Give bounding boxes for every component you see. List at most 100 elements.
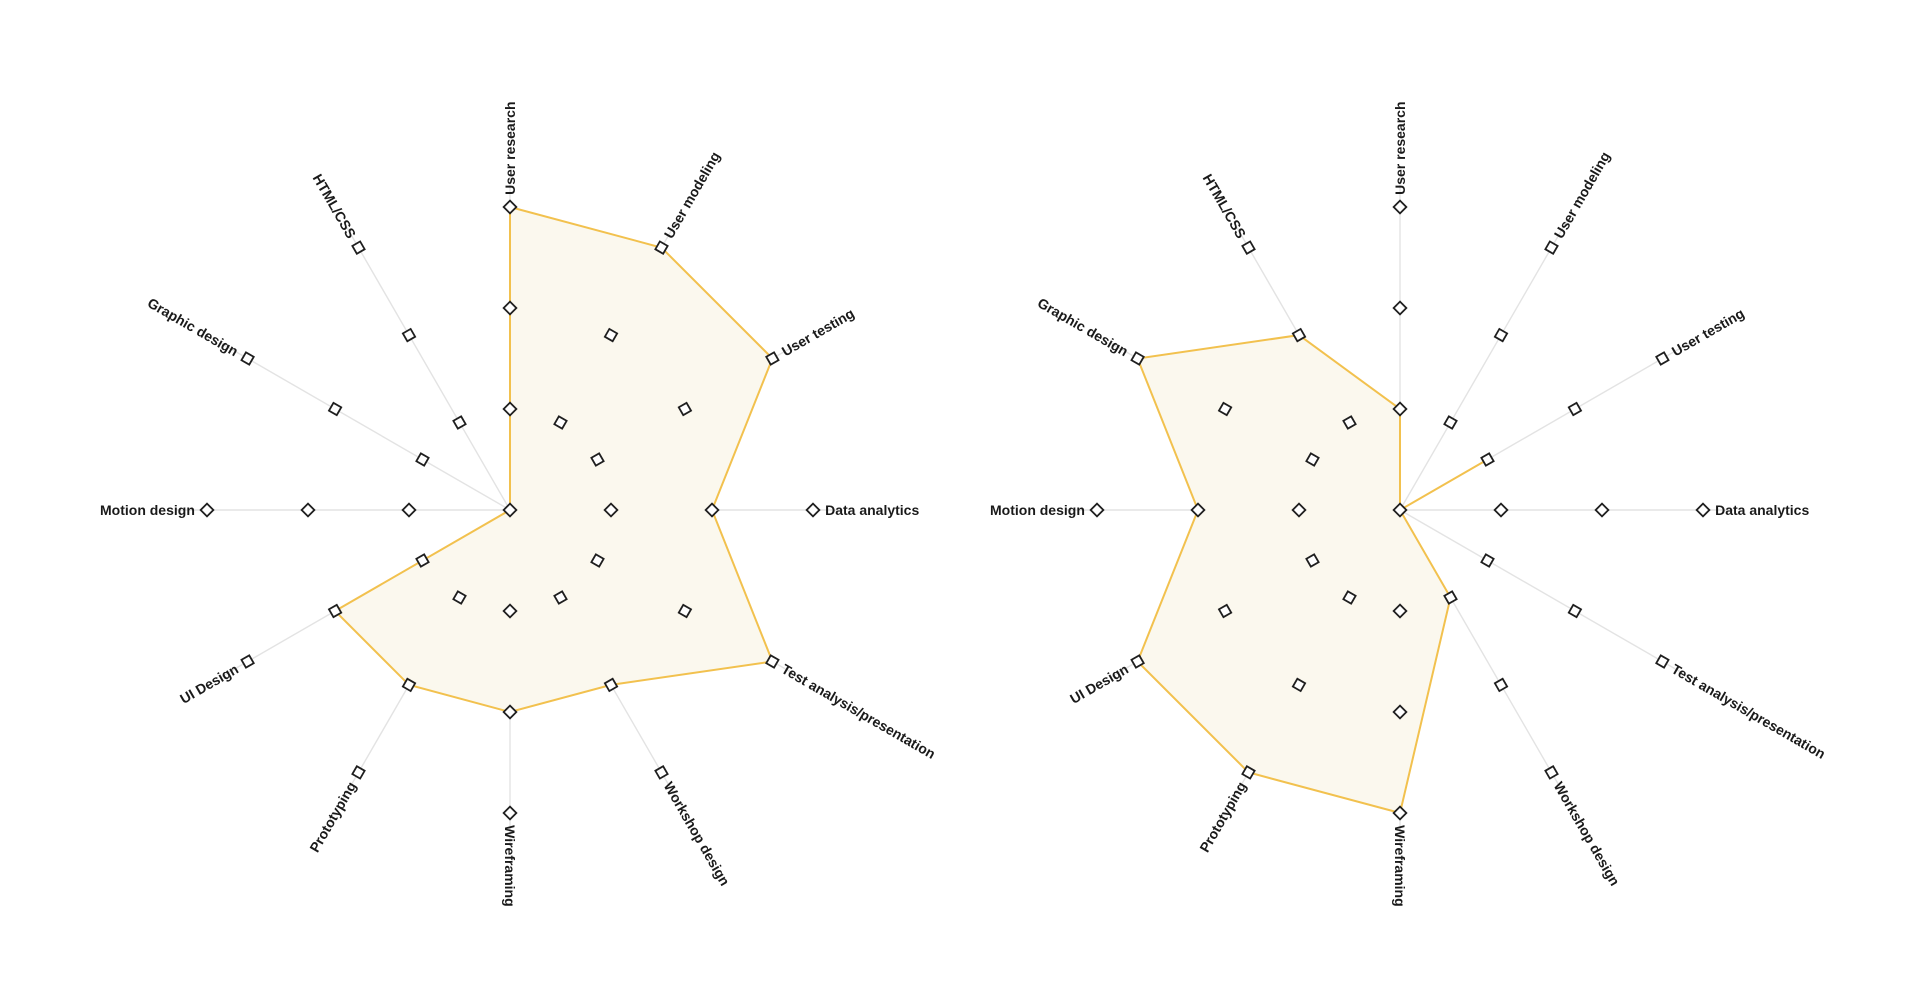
marker-user-testing-level-1 (590, 452, 605, 467)
marker-graphic-design-level-2 (327, 401, 343, 417)
axis-label-motion-design: Motion design (100, 502, 195, 518)
marker-user-research-level-2 (1392, 300, 1408, 316)
marker-wireframing-level-2 (1392, 704, 1408, 720)
axis-label-data-analytics: Data analytics (825, 502, 919, 518)
marker-user-research-level-3 (1392, 199, 1408, 215)
marker-user-research-level-1 (502, 401, 518, 417)
marker-graphic-design-level-2 (1217, 401, 1233, 417)
axis-label-user-modeling: User modeling (661, 149, 723, 241)
marker-wireframing-level-1 (502, 603, 518, 619)
axis-label-test-analysis-presentation: Test analysis/presentation (1669, 661, 1828, 762)
marker-user-testing-level-3 (765, 351, 780, 366)
axis-label-html-css: HTML/CSS (310, 171, 360, 241)
axis-label-user-testing: User testing (779, 305, 857, 359)
marker-prototyping-level-1 (452, 590, 467, 605)
marker-user-testing-level-2 (677, 401, 693, 417)
axis-label-test-analysis-presentation: Test analysis/presentation (779, 661, 938, 762)
marker-prototyping-level-3 (1241, 765, 1256, 780)
marker-data-analytics-level-1 (1493, 502, 1509, 518)
series-area-1 (1136, 334, 1488, 815)
marker-user-modeling-level-2 (603, 327, 619, 343)
marker-wireframing-level-1 (1392, 603, 1408, 619)
marker-user-modeling-level-3 (654, 240, 669, 255)
marker-html-css-level-2 (1291, 327, 1307, 343)
marker-ui-design-level-2 (1217, 603, 1233, 619)
marker-prototyping-level-3 (351, 765, 366, 780)
axis-label-prototyping: Prototyping (1196, 779, 1249, 855)
axis-label-user-research: User research (502, 101, 518, 194)
marker-user-modeling-level-1 (553, 415, 568, 430)
axis-line-user-modeling (1399, 221, 1568, 511)
marker-user-research-level-1 (1392, 401, 1408, 417)
marker-motion-design-level-2 (300, 502, 316, 518)
marker-workshop-design-level-1 (553, 590, 568, 605)
marker-html-css-level-3 (351, 240, 366, 255)
marker-ui-design-level-3 (240, 654, 255, 669)
marker-workshop-design-level-3 (654, 765, 669, 780)
marker-user-research-level-2 (502, 300, 518, 316)
axis-label-user-research: User research (1392, 101, 1408, 194)
axis-label-html-css: HTML/CSS (1200, 171, 1250, 241)
marker-motion-design-level-3 (1089, 502, 1105, 518)
marker-ui-design-level-2 (327, 603, 343, 619)
marker-html-css-level-3 (1241, 240, 1256, 255)
marker-motion-design-level-1 (401, 502, 417, 518)
marker-user-modeling-level-2 (1493, 327, 1509, 343)
marker-data-analytics-level-3 (1695, 502, 1711, 518)
axis-line-test-analysis-presentation (1399, 509, 1689, 678)
axis-label-workshop-design: Workshop design (661, 779, 733, 889)
marker-user-testing-level-1 (1480, 452, 1495, 467)
marker-graphic-design-level-3 (240, 351, 255, 366)
marker-prototyping-level-1 (1342, 590, 1357, 605)
marker-data-analytics-level-2 (1594, 502, 1610, 518)
marker-test-analysis-presentation-level-3 (1655, 654, 1670, 669)
series-area-1 (333, 205, 774, 714)
marker-graphic-design-level-3 (1130, 351, 1145, 366)
center-marker (1392, 502, 1408, 518)
axis-label-prototyping: Prototyping (306, 779, 359, 855)
marker-data-analytics-level-1 (603, 502, 619, 518)
marker-html-css-level-1 (452, 415, 467, 430)
axis-label-user-modeling: User modeling (1551, 149, 1613, 241)
marker-test-analysis-presentation-level-1 (1480, 553, 1495, 568)
marker-workshop-design-level-1 (1443, 590, 1458, 605)
marker-user-research-level-3 (502, 199, 518, 215)
marker-test-analysis-presentation-level-2 (1567, 603, 1583, 619)
marker-user-modeling-level-3 (1544, 240, 1559, 255)
marker-graphic-design-level-1 (415, 452, 430, 467)
marker-motion-design-level-3 (199, 502, 215, 518)
axis-label-wireframing: Wireframing (1392, 825, 1408, 907)
center-marker (502, 502, 518, 518)
axis-label-data-analytics: Data analytics (1715, 502, 1809, 518)
marker-user-modeling-level-1 (1443, 415, 1458, 430)
marker-test-analysis-presentation-level-2 (677, 603, 693, 619)
marker-workshop-design-level-2 (603, 677, 619, 693)
marker-test-analysis-presentation-level-3 (765, 654, 780, 669)
axis-label-workshop-design: Workshop design (1551, 779, 1623, 889)
marker-ui-design-level-1 (415, 553, 430, 568)
axis-label-wireframing: Wireframing (502, 825, 518, 907)
marker-ui-design-level-1 (1305, 553, 1320, 568)
axis-label-user-testing: User testing (1669, 305, 1747, 359)
marker-html-css-level-1 (1342, 415, 1357, 430)
marker-prototyping-level-2 (401, 677, 417, 693)
marker-wireframing-level-3 (1392, 805, 1408, 821)
marker-graphic-design-level-1 (1305, 452, 1320, 467)
marker-data-analytics-level-2 (704, 502, 720, 518)
marker-html-css-level-2 (401, 327, 417, 343)
axis-label-ui-design: UI Design (1067, 661, 1131, 707)
marker-workshop-design-level-3 (1544, 765, 1559, 780)
marker-user-testing-level-2 (1567, 401, 1583, 417)
axis-label-graphic-design: Graphic design (145, 295, 241, 360)
marker-user-testing-level-3 (1655, 351, 1670, 366)
marker-test-analysis-presentation-level-1 (590, 553, 605, 568)
marker-ui-design-level-3 (1130, 654, 1145, 669)
axis-line-html-css (342, 221, 511, 511)
marker-prototyping-level-2 (1291, 677, 1307, 693)
axis-label-motion-design: Motion design (990, 502, 1085, 518)
axis-line-graphic-design (221, 342, 511, 511)
marker-workshop-design-level-2 (1493, 677, 1509, 693)
